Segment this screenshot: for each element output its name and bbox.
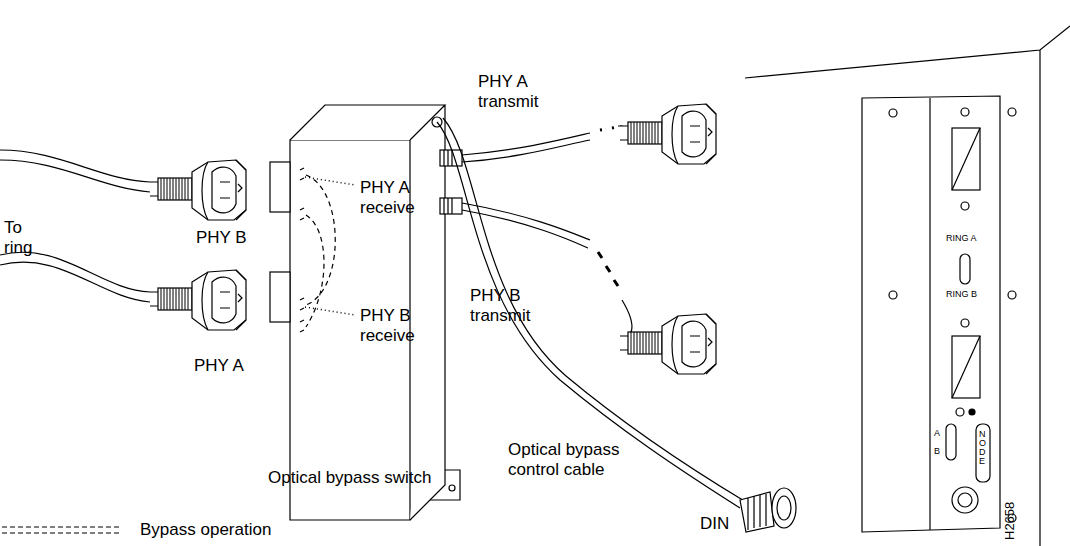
panel-label: RING B: [946, 289, 986, 299]
callout-label: PHY B receive: [360, 306, 430, 346]
callout-label: PHY A transmit: [478, 72, 558, 112]
part-name: Optical bypass switch: [268, 468, 488, 488]
panel-label: RING A: [946, 233, 986, 243]
panel-label: B: [934, 446, 946, 456]
part-name: DIN: [700, 514, 750, 534]
callout-label: PHY B transmit: [470, 286, 550, 326]
callout-label: PHY A: [194, 356, 274, 376]
callout-label: PHY A receive: [360, 178, 430, 218]
figure-number: H2658: [1000, 480, 1020, 540]
legend-text: Bypass operation: [140, 520, 271, 540]
part-name: Optical bypass control cable: [508, 440, 648, 480]
panel-label: A: [934, 428, 946, 438]
panel-label: NODE: [979, 430, 984, 466]
legend-swatch: [2, 527, 122, 533]
callout-label: To ring: [4, 218, 54, 258]
callout-label: PHY B: [196, 228, 276, 248]
